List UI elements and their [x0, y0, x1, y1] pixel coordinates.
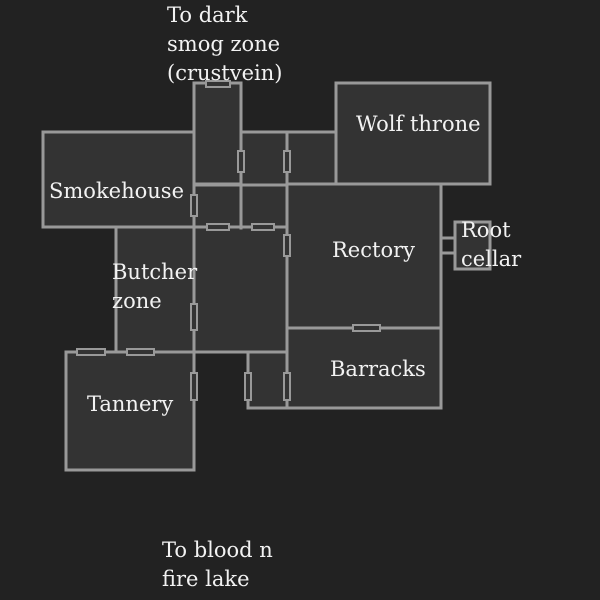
room-label-butcher-zone: Butcher zone	[112, 260, 204, 313]
room-root-cellar	[453, 220, 492, 271]
door-north-exit	[205, 80, 231, 88]
room-south-passage	[246, 350, 289, 410]
room-throne-passage	[285, 130, 338, 186]
door	[251, 223, 275, 231]
door	[244, 372, 252, 401]
door	[190, 303, 198, 331]
room-label-barracks: Barracks	[330, 357, 426, 381]
door	[283, 234, 291, 257]
rooms	[41, 81, 492, 472]
exit-label-south-line: To blood n	[162, 538, 273, 562]
exit-label-north: To dark smog zone (crustvein)	[167, 3, 287, 85]
room-label-tannery: Tannery	[87, 392, 173, 416]
room-label-root-cellar-line: Root	[461, 218, 511, 242]
doors	[76, 80, 381, 401]
room-butcher-zone	[114, 225, 196, 354]
room-label-rectory: Rectory	[332, 238, 415, 262]
exit-label-north-line: To dark	[167, 3, 248, 27]
room-label-butcher-zone-line: Butcher	[112, 260, 198, 284]
exit-label-south: To blood n fire lake	[162, 538, 279, 591]
room-label-root-cellar: Root cellar	[461, 218, 522, 271]
door	[237, 150, 245, 173]
door	[76, 348, 106, 356]
exit-label-north-line: (crustvein)	[167, 61, 282, 85]
door	[190, 372, 198, 401]
door	[283, 150, 291, 173]
door	[283, 372, 291, 401]
exit-label-south-line: fire lake	[162, 567, 250, 591]
room-label-root-cellar-line: cellar	[461, 247, 522, 271]
room-north-corridor	[192, 81, 243, 187]
room-tannery	[64, 350, 196, 472]
room-label-wolf-throne: Wolf throne	[356, 112, 481, 136]
door	[190, 194, 198, 217]
room-label-butcher-zone-line: zone	[112, 289, 162, 313]
room-label-smokehouse: Smokehouse	[49, 179, 184, 203]
door	[206, 223, 230, 231]
labels: To dark smog zone (crustvein) Smokehouse…	[49, 3, 522, 591]
door	[352, 324, 381, 332]
exit-label-north-line: smog zone	[167, 32, 280, 56]
room-smokehouse	[41, 130, 196, 229]
door	[126, 348, 155, 356]
